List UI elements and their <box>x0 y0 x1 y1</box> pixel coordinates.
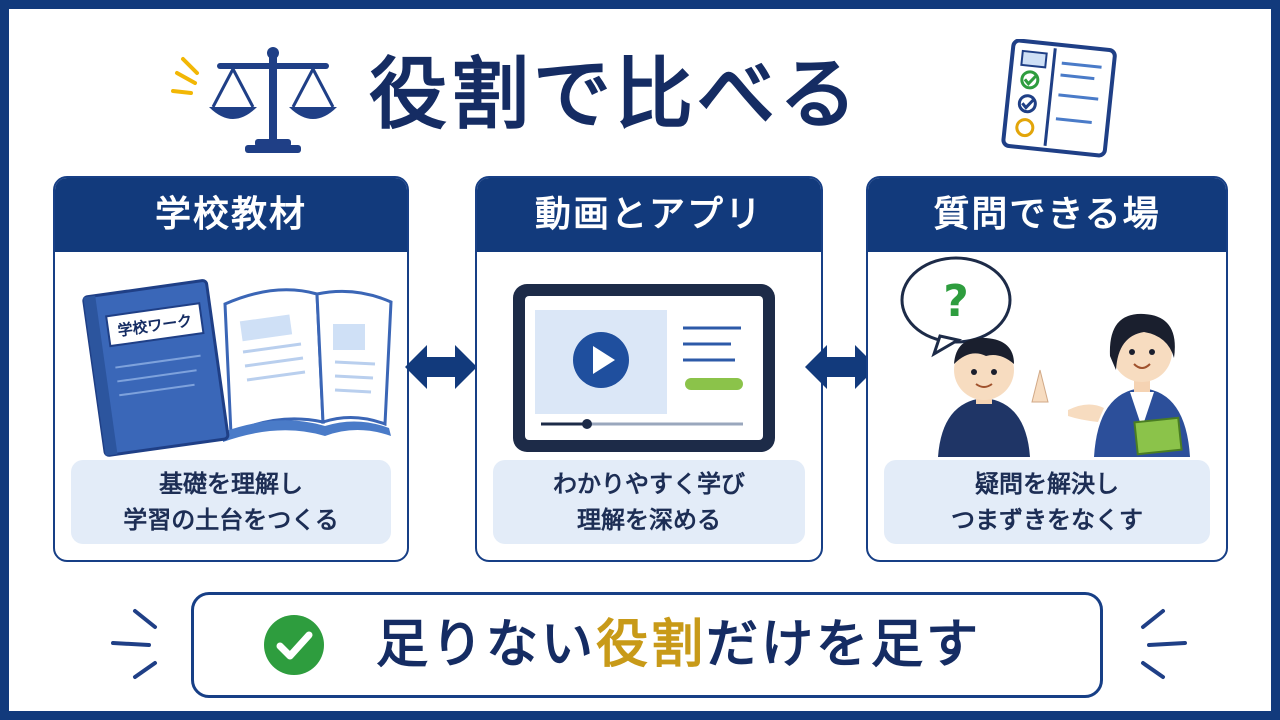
caption-line-1: 基礎を理解し <box>159 470 303 498</box>
card-caption: 疑問を解決し つまずきをなくす <box>884 460 1210 544</box>
card-heading: 質問できる場 <box>868 178 1226 252</box>
caption-line-2: 理解を深める <box>577 506 721 534</box>
burst-lines-left <box>111 609 157 679</box>
bottom-text-post: だけを足す <box>706 615 982 675</box>
bottom-message-box: 足りない役割だけを足す <box>191 592 1103 698</box>
tablet-video-icon <box>513 284 775 452</box>
caption-line-2: 学習の土台をつくる <box>123 506 339 534</box>
card-video-apps: 動画とアプリ わかりやすく学び 理解を深める <box>475 176 823 562</box>
check-circle-icon <box>264 615 324 675</box>
card-school-materials: 学校教材 学校ワーク 基 <box>53 176 409 562</box>
bottom-message: 足りない役割だけを足す <box>376 595 981 695</box>
card-caption: わかりやすく学び 理解を深める <box>493 460 805 544</box>
bottom-text-highlight: 役割 <box>596 615 707 675</box>
page-title: 役割で比べる <box>369 50 862 140</box>
student-teacher-illustration: ? <box>900 256 1190 457</box>
double-arrow-icon <box>405 345 477 389</box>
book-icon: 学校ワーク <box>82 279 393 457</box>
double-arrow-icon <box>805 345 877 389</box>
card-heading: 動画とアプリ <box>477 178 821 252</box>
caption-line-1: わかりやすく学び <box>553 470 745 498</box>
balance-scale-icon <box>171 47 337 153</box>
checklist-icon <box>1001 39 1117 158</box>
card-heading: 学校教材 <box>55 178 407 252</box>
bottom-text-pre: 足りない <box>376 615 597 675</box>
caption-line-1: 疑問を解決し <box>975 470 1119 498</box>
caption-line-2: つまずきをなくす <box>951 506 1143 534</box>
card-caption: 基礎を理解し 学習の土台をつくる <box>71 460 391 544</box>
burst-lines-right <box>1141 609 1187 679</box>
svg-text:?: ? <box>943 276 969 327</box>
card-question-place: 質問できる場 ? <box>866 176 1228 562</box>
question-bubble-icon: ? <box>900 256 1012 358</box>
